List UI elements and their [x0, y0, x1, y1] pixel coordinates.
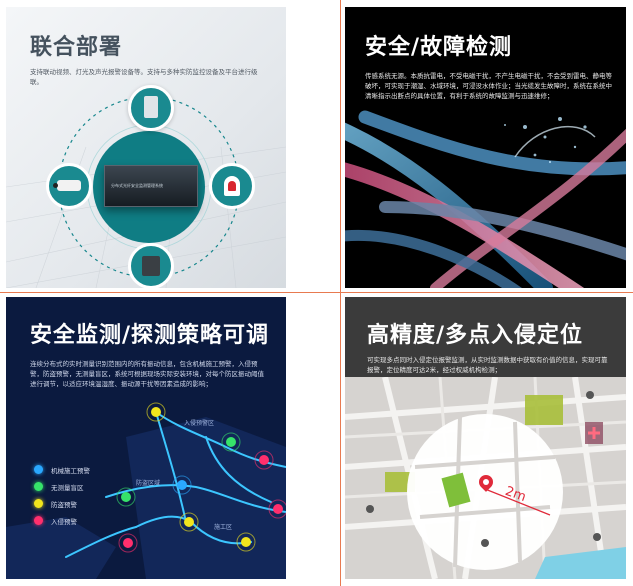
svg-text:施工区: 施工区	[214, 523, 232, 531]
camera-node	[46, 163, 92, 209]
panel-title: 安全监测/探测策略可调	[30, 323, 270, 348]
svg-text:防盗区域: 防盗区域	[136, 479, 160, 487]
horizontal-divider	[0, 292, 633, 293]
legend-item: 防盗预警	[34, 495, 90, 512]
legend-dot	[34, 516, 43, 525]
fiber-cables-illustration	[345, 110, 626, 288]
panel-description: 支持联动视频、灯光及声光报警设备等。支持与多种实防监控设备及平台进行级联。	[30, 68, 258, 86]
legend-label: 机械施工预警	[51, 466, 90, 475]
map-markers	[116, 402, 286, 553]
alarm-node	[209, 163, 255, 209]
panel-title: 联合部署	[30, 35, 123, 60]
panel-description: 可实现多点同时入侵定位报警监测，从实时监测数据中获取有价值的信息，实现可靠报警，…	[367, 356, 608, 374]
legend-label: 无测量盲区	[51, 483, 84, 492]
panel-header	[345, 297, 626, 377]
device-label: 分布式光纤安全监测管理系统	[111, 183, 163, 188]
panel-fault-detection: 安全/故障检测 传感系统无源。本质抗雷电，不受电磁干扰，不产生电磁干扰，不会受到…	[345, 7, 626, 288]
legend-item: 无测量盲区	[34, 478, 90, 495]
svg-text:入侵预警区: 入侵预警区	[184, 419, 214, 427]
network-map: 入侵预警区 防盗区域 施工区	[6, 402, 286, 579]
sensor-box-icon	[142, 256, 160, 276]
sensor-node-top	[128, 85, 174, 131]
legend-item: 机械施工预警	[34, 461, 90, 478]
panel-precise-location: 高精度/多点入侵定位 可实现多点同时入侵定位报警监测，从实时监测数据中获取有价值…	[345, 297, 626, 579]
panel-joint-deployment: 联合部署 支持联动视频、灯光及声光报警设备等。支持与多种实防监控设备及平台进行级…	[6, 7, 286, 288]
device-node-bottom	[128, 243, 174, 288]
vertical-divider	[340, 0, 341, 586]
legend-dot	[34, 465, 43, 474]
panel-title: 高精度/多点入侵定位	[367, 323, 584, 348]
street-map	[345, 376, 626, 579]
alarm-light-icon	[224, 176, 240, 196]
server-icon: 分布式光纤安全监测管理系统	[104, 165, 198, 207]
legend-dot	[34, 482, 43, 491]
sensor-box-icon	[144, 96, 158, 118]
legend-label: 防盗预警	[51, 500, 77, 509]
panel-description: 连续分布式的实时测量识别范围内的所有振动信息，包含机械施工预警，入侵预警，防盗预…	[30, 360, 264, 388]
panel-description: 传感系统无源。本质抗雷电，不受电磁干扰，不产生电磁干扰，不会受到雷电、静电等破坏…	[365, 72, 612, 100]
camera-icon	[53, 180, 81, 191]
legend-item: 入侵预警	[34, 512, 90, 529]
panel-monitoring-strategy: 入侵预警区 防盗区域 施工区 安全监测/探测策略可调 连续分布式的实时测量识别范…	[6, 297, 286, 579]
legend-dot	[34, 499, 43, 508]
legend-label: 入侵预警	[51, 517, 77, 526]
map-legend: 机械施工预警 无测量盲区 防盗预警 入侵预警	[34, 461, 90, 529]
panel-title: 安全/故障检测	[365, 35, 513, 60]
